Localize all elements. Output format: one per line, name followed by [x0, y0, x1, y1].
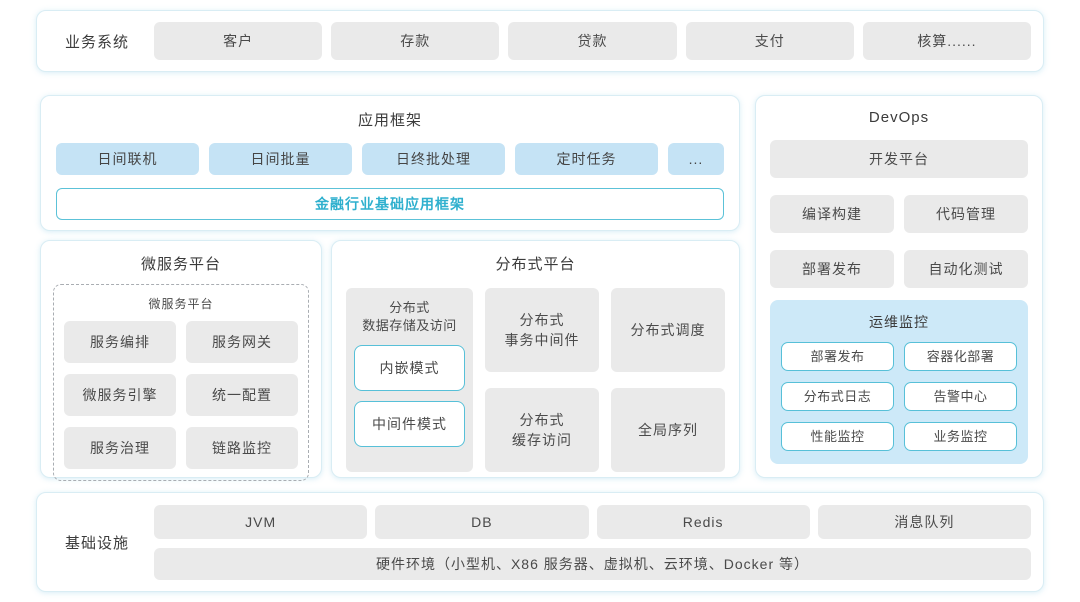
monitor-item-container-deploy: 容器化部署 — [904, 342, 1017, 371]
business-item-deposit: 存款 — [331, 22, 500, 60]
devops-platform-box: 开发平台 — [770, 140, 1028, 178]
business-item-loan: 贷款 — [508, 22, 677, 60]
framework-module-eod-batch: 日终批处理 — [362, 143, 505, 175]
infra-item-mq: 消息队列 — [817, 504, 1031, 539]
framework-module-more: ... — [668, 143, 724, 175]
distributed-panel: 分布式平台 分布式 数据存储及访问 内嵌模式 中间件模式 分布式 事务中间件 分… — [331, 240, 740, 478]
distributed-cell-scheduling: 分布式调度 — [611, 288, 725, 372]
business-systems-label: 业务系统 — [64, 33, 129, 51]
framework-module-daytime-batch: 日间批量 — [209, 143, 352, 175]
ops-monitoring-title: 运维监控 — [869, 314, 929, 330]
framework-module-scheduled-task: 定时任务 — [515, 143, 658, 175]
framework-modules-row: 日间联机 日间批量 日终批处理 定时任务 ... — [56, 143, 724, 175]
distributed-body: 分布式 数据存储及访问 内嵌模式 中间件模式 分布式 事务中间件 分布式 缓存访… — [346, 288, 725, 472]
distributed-cell-cache: 分布式 缓存访问 — [485, 388, 599, 472]
microservice-grid: 服务编排 服务网关 微服务引擎 统一配置 服务治理 链路监控 — [64, 321, 298, 469]
storage-mode-embedded: 内嵌模式 — [354, 345, 465, 392]
infra-item-db: DB — [375, 504, 589, 539]
monitor-item-business: 业务监控 — [904, 422, 1017, 451]
distributed-storage-label: 分布式 数据存储及访问 — [362, 300, 457, 334]
infrastructure-row: JVM DB Redis 消息队列 — [154, 504, 1031, 539]
devops-tool-build: 编译构建 — [770, 195, 894, 233]
infra-item-redis: Redis — [596, 504, 810, 539]
base-framework-box: 金融行业基础应用框架 — [56, 188, 724, 220]
distributed-cell-sequence: 全局序列 — [611, 388, 725, 472]
microservice-inner-box: 微服务平台 服务编排 服务网关 微服务引擎 统一配置 服务治理 链路监控 — [53, 284, 309, 481]
distributed-column-right: 分布式调度 全局序列 — [611, 288, 725, 472]
microservice-item-orchestration: 服务编排 — [64, 321, 176, 363]
hardware-environment-box: 硬件环境（小型机、X86 服务器、虚拟机、云环境、Docker 等） — [154, 547, 1031, 580]
infrastructure-label: 基础设施 — [64, 534, 129, 552]
monitor-item-alert-center: 告警中心 — [904, 382, 1017, 411]
microservice-item-gateway: 服务网关 — [186, 321, 298, 363]
distributed-column-middle: 分布式 事务中间件 分布式 缓存访问 — [485, 288, 599, 472]
devops-title: DevOps — [868, 109, 930, 126]
monitor-item-performance: 性能监控 — [781, 422, 894, 451]
devops-tools-grid: 编译构建 代码管理 部署发布 自动化测试 — [770, 195, 1028, 288]
app-framework-panel: 应用框架 日间联机 日间批量 日终批处理 定时任务 ... 金融行业基础应用框架 — [40, 95, 740, 231]
distributed-cell-transaction: 分布式 事务中间件 — [485, 288, 599, 372]
app-framework-title: 应用框架 — [357, 112, 422, 129]
microservice-item-tracing: 链路监控 — [186, 427, 298, 469]
distributed-storage-box: 分布式 数据存储及访问 内嵌模式 中间件模式 — [346, 288, 473, 472]
devops-tool-code-mgmt: 代码管理 — [904, 195, 1028, 233]
framework-module-daytime-online: 日间联机 — [56, 143, 199, 175]
infra-item-jvm: JVM — [154, 504, 368, 539]
business-item-accounting: 核算...... — [862, 22, 1032, 60]
monitor-item-deploy: 部署发布 — [781, 342, 894, 371]
distributed-title: 分布式平台 — [495, 256, 576, 273]
microservice-inner-title: 微服务平台 — [148, 297, 214, 311]
microservice-item-config: 统一配置 — [186, 374, 298, 416]
business-item-customer: 客户 — [154, 22, 323, 60]
microservice-panel: 微服务平台 微服务平台 服务编排 服务网关 微服务引擎 统一配置 服务治理 链路… — [40, 240, 322, 481]
monitor-item-distributed-log: 分布式日志 — [781, 382, 894, 411]
infrastructure-content: JVM DB Redis 消息队列 硬件环境（小型机、X86 服务器、虚拟机、云… — [154, 504, 1031, 580]
microservice-item-engine: 微服务引擎 — [64, 374, 176, 416]
business-item-payment: 支付 — [685, 22, 854, 60]
microservice-item-governance: 服务治理 — [64, 427, 176, 469]
devops-tool-auto-test: 自动化测试 — [904, 250, 1028, 288]
ops-monitoring-grid: 部署发布 容器化部署 分布式日志 告警中心 性能监控 业务监控 — [781, 342, 1017, 451]
business-systems-panel: 业务系统 客户 存款 贷款 支付 核算...... — [36, 10, 1044, 72]
devops-tool-deploy: 部署发布 — [770, 250, 894, 288]
devops-panel: DevOps 开发平台 编译构建 代码管理 部署发布 自动化测试 运维监控 部署… — [755, 95, 1043, 478]
microservice-title: 微服务平台 — [140, 256, 221, 273]
ops-monitoring-panel: 运维监控 部署发布 容器化部署 分布式日志 告警中心 性能监控 业务监控 — [770, 300, 1028, 464]
infrastructure-panel: 基础设施 JVM DB Redis 消息队列 硬件环境（小型机、X86 服务器、… — [36, 492, 1044, 592]
storage-mode-middleware: 中间件模式 — [354, 401, 465, 448]
